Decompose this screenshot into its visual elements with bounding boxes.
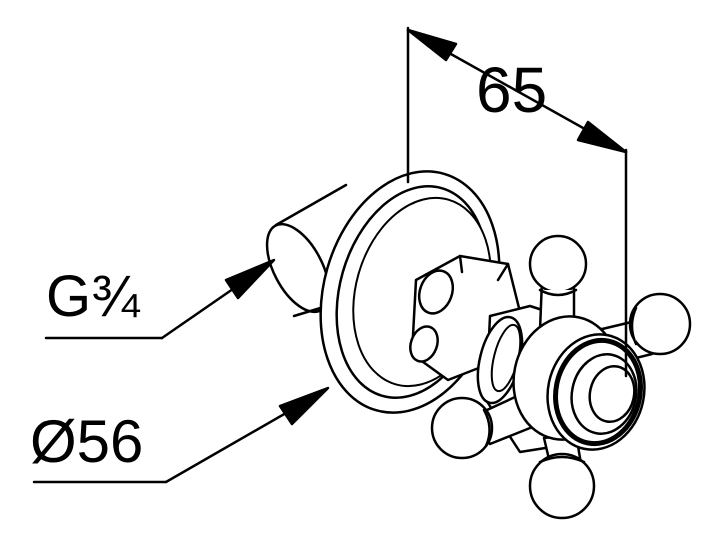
cross-handle-knob-bottom (528, 452, 596, 520)
dimension-length-label: 65 (476, 54, 548, 126)
leader-thread (44, 258, 276, 340)
cross-handle-knob-left (430, 396, 494, 460)
leader-diameter (32, 386, 330, 484)
diameter-label: Ø56 (30, 408, 144, 475)
arrowhead-thread (224, 258, 276, 300)
thread-size-label: G¾ (46, 264, 140, 329)
cross-handle-knob-right (628, 292, 692, 356)
dimension-65 (406, 26, 628, 378)
cross-handle-knob-top (528, 234, 588, 297)
arrowhead-diameter (278, 386, 330, 426)
arrowhead-left (406, 28, 458, 62)
arrowhead-right (576, 120, 628, 154)
cap (546, 333, 646, 451)
